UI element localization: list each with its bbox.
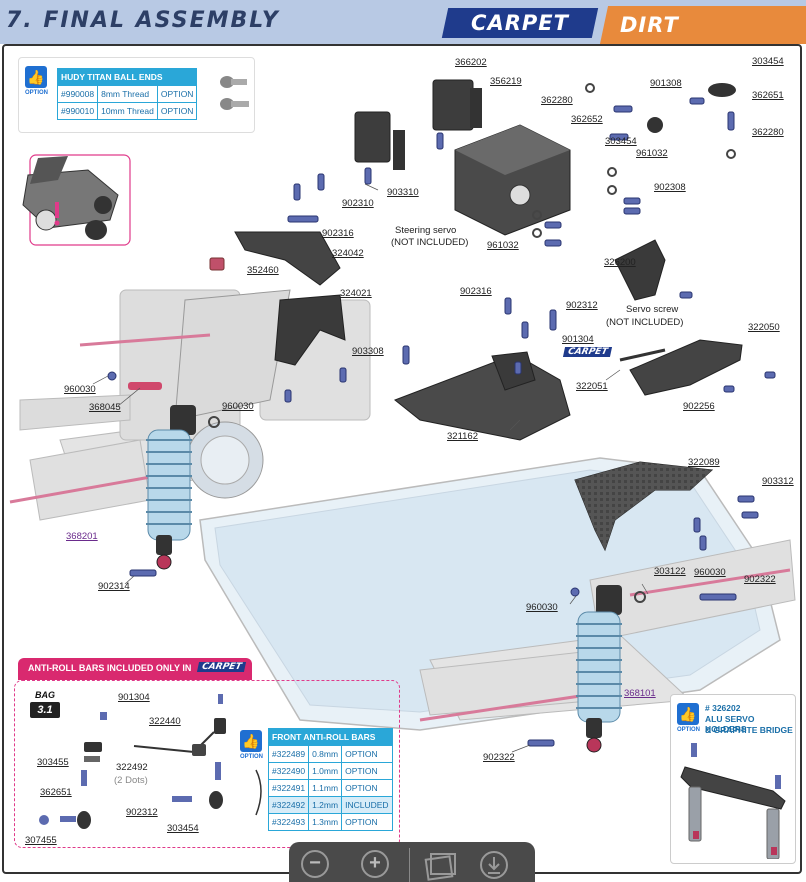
part-label: 321162 <box>447 431 478 442</box>
part-label: 324021 <box>340 288 372 299</box>
part-label: 902314 <box>98 581 130 592</box>
part-label: 303454 <box>605 136 637 147</box>
antiroll-header: ANTI-ROLL BARS INCLUDED ONLY IN CARPET <box>18 658 252 680</box>
thumbs-up-icon: 👍 <box>677 703 699 725</box>
part-label: 322440 <box>149 716 181 727</box>
part-label: 322089 <box>688 457 720 468</box>
part-label: 903312 <box>762 476 794 487</box>
thumbs-up-icon: 👍 <box>240 730 262 752</box>
zoom-out-button[interactable]: − <box>301 850 329 878</box>
part-label: 307455 <box>25 835 57 846</box>
part-label: 902316 <box>322 228 354 239</box>
part-label: 356219 <box>490 76 522 87</box>
zoom-in-button[interactable]: + <box>361 850 389 878</box>
part-label: 322050 <box>748 322 780 333</box>
part-label: 352460 <box>247 265 279 276</box>
antiroll-header-text: ANTI-ROLL BARS INCLUDED ONLY IN <box>28 663 192 673</box>
part-label: 903310 <box>387 187 419 198</box>
servo-option-line1: # 326202 <box>705 703 741 713</box>
part-label: 303454 <box>167 823 199 834</box>
part-label: 902308 <box>654 182 686 193</box>
part-label: 960030 <box>694 567 726 578</box>
note-not-included: (NOT INCLUDED) <box>391 237 469 248</box>
toolbar-divider <box>409 848 410 882</box>
servo-drawing <box>354 79 571 236</box>
part-label: 322051 <box>576 381 608 392</box>
part-label: 324042 <box>332 248 364 259</box>
bag-badge: BAG 3.1 <box>30 690 60 724</box>
part-label: 903308 <box>352 346 384 357</box>
note-servo-screw: Servo screw <box>626 304 679 315</box>
download-icon[interactable] <box>479 850 509 880</box>
thumbs-up-icon: 👍 <box>25 66 47 88</box>
bag-label: BAG <box>35 690 55 700</box>
part-label: 902256 <box>683 401 715 412</box>
part-label: 960030 <box>64 384 96 395</box>
bag-number: 3.1 <box>30 702 60 718</box>
option-label: OPTION <box>240 754 264 760</box>
rear-shock-drawing <box>146 405 196 570</box>
page-header: 7. FINAL ASSEMBLY CARPET DIRT <box>0 0 806 44</box>
part-label: 322492 <box>116 762 148 773</box>
part-label: 303455 <box>37 757 69 768</box>
part-label: 902322 <box>483 752 515 763</box>
hudy-option-box: 👍 OPTION HUDY TITAN BALL ENDS #990008 8m… <box>18 57 255 133</box>
part-label: 961032 <box>487 240 519 251</box>
hudy-option-table: HUDY TITAN BALL ENDS #990008 8mm Thread … <box>56 68 198 120</box>
gallery-icon[interactable] <box>423 850 459 882</box>
part-label: 368101 <box>624 688 656 699</box>
part-label: 901304 <box>562 334 594 345</box>
page-title: 7. FINAL ASSEMBLY <box>6 8 280 33</box>
table-row: #990008 8mm Thread OPTION <box>56 85 198 103</box>
note-not-included-2: (NOT INCLUDED) <box>606 317 684 328</box>
table-row: #990010 10mm Thread OPTION <box>56 102 198 120</box>
part-label: 362652 <box>571 114 603 125</box>
antiroll-carpet-tag: CARPET <box>196 662 247 672</box>
part-label: 362651 <box>40 787 72 798</box>
part-label: 366202 <box>455 57 487 68</box>
antiroll-parts-drawing <box>39 694 262 829</box>
part-label: 362651 <box>752 90 784 101</box>
carpet-badge: CARPET <box>562 347 613 357</box>
part-label: 902312 <box>126 807 158 818</box>
servo-holder-option-box: 👍 OPTION # 326202 ALU SERVO HOLDERS & GR… <box>670 694 796 864</box>
part-label: 960030 <box>222 401 254 412</box>
part-label: 902316 <box>460 286 492 297</box>
ball-end-icon <box>220 76 249 110</box>
servo-option-line3: & GRAPHITE BRIDGE <box>705 725 793 735</box>
part-label: 303122 <box>654 566 686 577</box>
part-label: 901304 <box>118 692 150 703</box>
viewer-toolbar: − + <box>289 842 535 882</box>
part-label: 902312 <box>566 300 598 311</box>
antiroll-panel <box>14 680 400 848</box>
part-label: 303454 <box>752 56 784 67</box>
part-label: 960030 <box>526 602 558 613</box>
note-steering-servo: Steering servo <box>395 225 457 236</box>
dots-note: (2 Dots) <box>114 775 148 786</box>
part-label: 902322 <box>744 574 776 585</box>
part-label: 901308 <box>650 78 682 89</box>
part-label: 326200 <box>604 257 636 268</box>
part-label: 902310 <box>342 198 374 209</box>
hudy-table-title: HUDY TITAN BALL ENDS <box>56 68 198 86</box>
part-label: 368045 <box>89 402 121 413</box>
front-shock-drawing <box>576 585 622 753</box>
car-thumbnail <box>22 154 131 246</box>
option-label: OPTION <box>25 90 49 96</box>
servo-option-line2: ALU SERVO HOLDERS <box>705 714 755 734</box>
antiroll-table-title: FRONT ANTI-ROLL BARS <box>268 728 393 746</box>
part-label: 368201 <box>66 531 98 542</box>
part-label: 961032 <box>636 148 668 159</box>
part-label: 362280 <box>541 95 573 106</box>
servo-holder-drawing <box>680 743 786 859</box>
option-label: OPTION <box>677 727 701 733</box>
part-label: 362280 <box>752 127 784 138</box>
